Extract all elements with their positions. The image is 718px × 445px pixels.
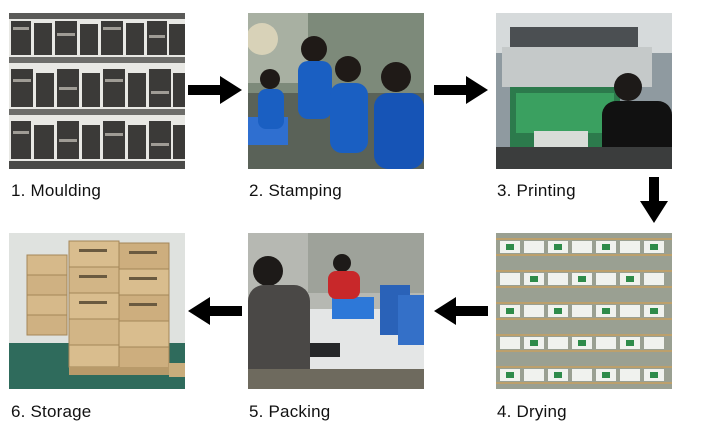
drying-rack-photo <box>496 233 672 389</box>
step-label: 2. Stamping <box>249 181 342 200</box>
arrow-left-icon <box>188 297 242 325</box>
storage-boxes-photo <box>9 233 185 389</box>
moulding-shelves-photo <box>9 13 185 169</box>
arrow-left-4-to-5 <box>434 297 488 325</box>
stamping-workers-photo <box>248 13 424 169</box>
arrow-right-icon <box>434 76 488 104</box>
arrow-down-icon <box>640 177 668 223</box>
step-label: 5. Packing <box>249 402 331 421</box>
step-label: 6. Storage <box>11 402 92 421</box>
stamping-workers-image <box>248 13 424 169</box>
arrow-left-5-to-6 <box>188 297 242 325</box>
step-label: 4. Drying <box>497 402 567 421</box>
moulding-shelves-image <box>9 13 185 169</box>
step-label: 1. Moulding <box>11 181 102 200</box>
arrow-right-2-to-3 <box>434 76 488 104</box>
arrow-left-icon <box>434 297 488 325</box>
printing-machine-photo <box>496 13 672 169</box>
arrow-right-icon <box>188 76 242 104</box>
drying-rack-image <box>496 233 672 389</box>
step-label: 3. Printing <box>497 181 576 200</box>
arrow-right-1-to-2 <box>188 76 242 104</box>
storage-boxes-image <box>9 233 185 389</box>
packing-workers-photo <box>248 233 424 389</box>
printing-machine-image <box>496 13 672 169</box>
packing-workers-image <box>248 233 424 389</box>
arrow-down-3-to-4 <box>640 177 668 223</box>
